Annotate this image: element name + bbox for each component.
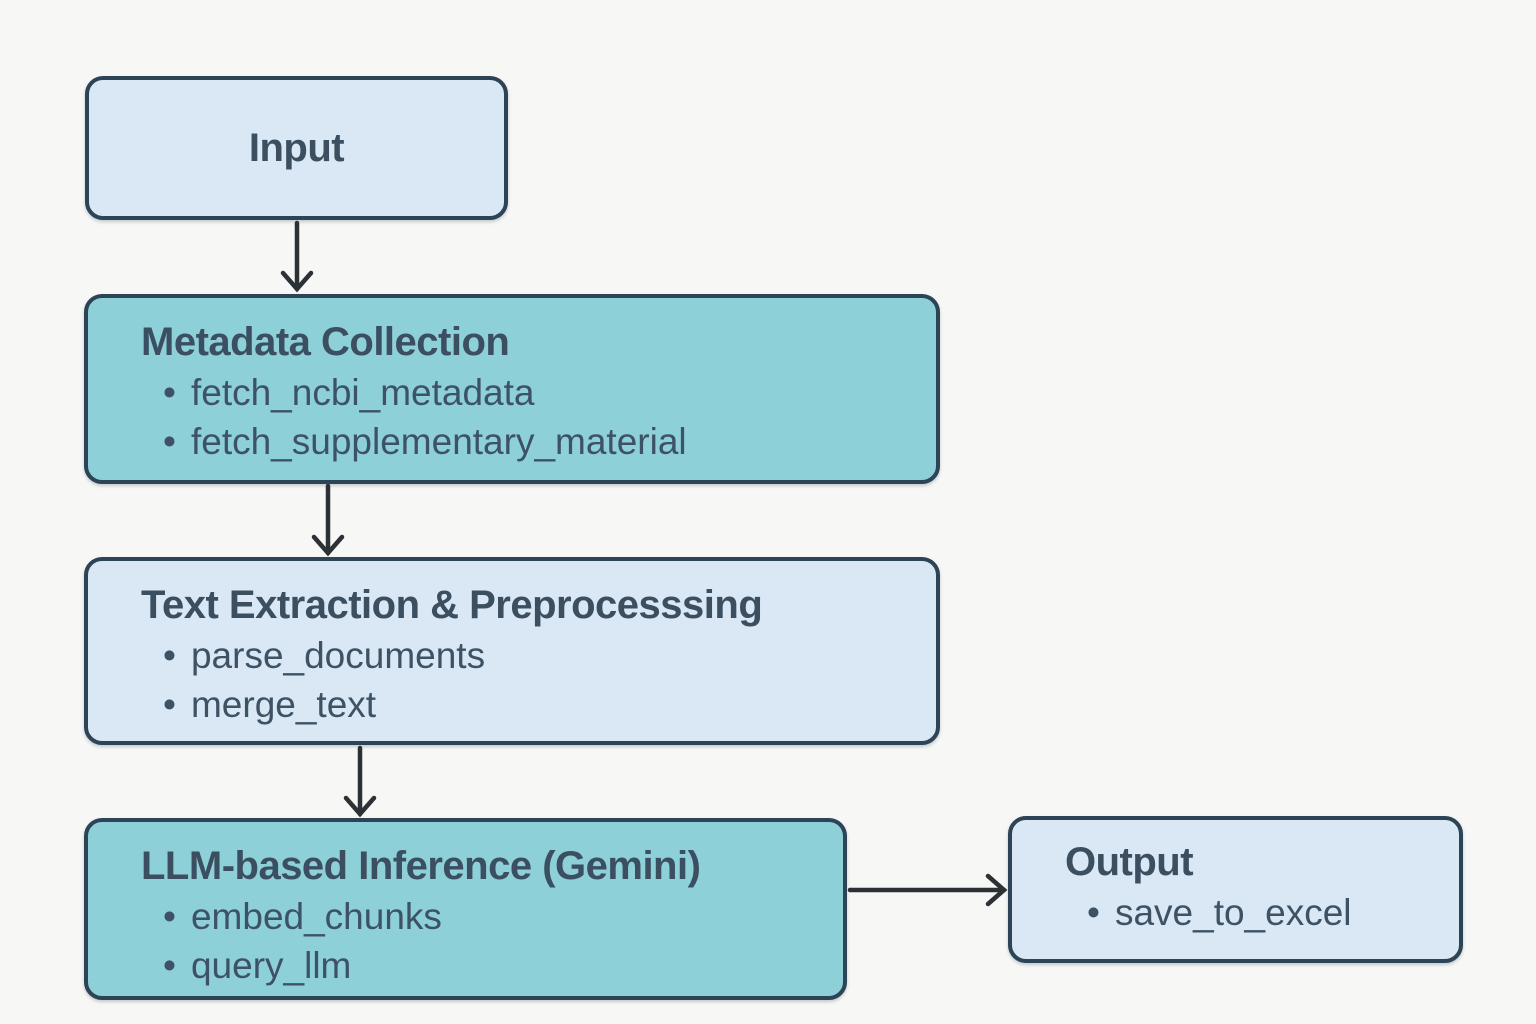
node-llm-inference-title: LLM-based Inference (Gemini) bbox=[141, 844, 701, 888]
node-item: embed_chunks bbox=[163, 892, 823, 941]
node-llm-inference: LLM-based Inference (Gemini) embed_chunk… bbox=[84, 818, 847, 1000]
node-text-extraction: Text Extraction & Preprocesssing parse_d… bbox=[84, 557, 940, 745]
arrow-llm-to-output bbox=[847, 873, 1008, 907]
node-output-items: save_to_excel bbox=[1065, 888, 1439, 937]
node-output: Output save_to_excel bbox=[1008, 816, 1463, 963]
node-item: save_to_excel bbox=[1087, 888, 1439, 937]
node-item: fetch_ncbi_metadata bbox=[163, 368, 916, 417]
node-item: merge_text bbox=[163, 680, 916, 729]
node-item: query_llm bbox=[163, 941, 823, 990]
node-input: Input bbox=[85, 76, 508, 220]
node-metadata-collection: Metadata Collection fetch_ncbi_metadata … bbox=[84, 294, 940, 484]
node-item: parse_documents bbox=[163, 631, 916, 680]
arrow-input-to-metadata bbox=[280, 220, 314, 293]
node-input-title: Input bbox=[248, 126, 345, 170]
arrow-text-extraction-to-llm bbox=[343, 745, 377, 818]
node-llm-inference-items: embed_chunks query_llm bbox=[141, 892, 823, 990]
node-output-title: Output bbox=[1065, 840, 1194, 884]
node-metadata-collection-items: fetch_ncbi_metadata fetch_supplementary_… bbox=[141, 368, 916, 466]
node-text-extraction-title: Text Extraction & Preprocesssing bbox=[141, 583, 763, 627]
node-text-extraction-items: parse_documents merge_text bbox=[141, 631, 916, 729]
arrow-metadata-to-text-extraction bbox=[311, 483, 345, 557]
node-item: fetch_supplementary_material bbox=[163, 417, 916, 466]
node-metadata-collection-title: Metadata Collection bbox=[141, 320, 510, 364]
